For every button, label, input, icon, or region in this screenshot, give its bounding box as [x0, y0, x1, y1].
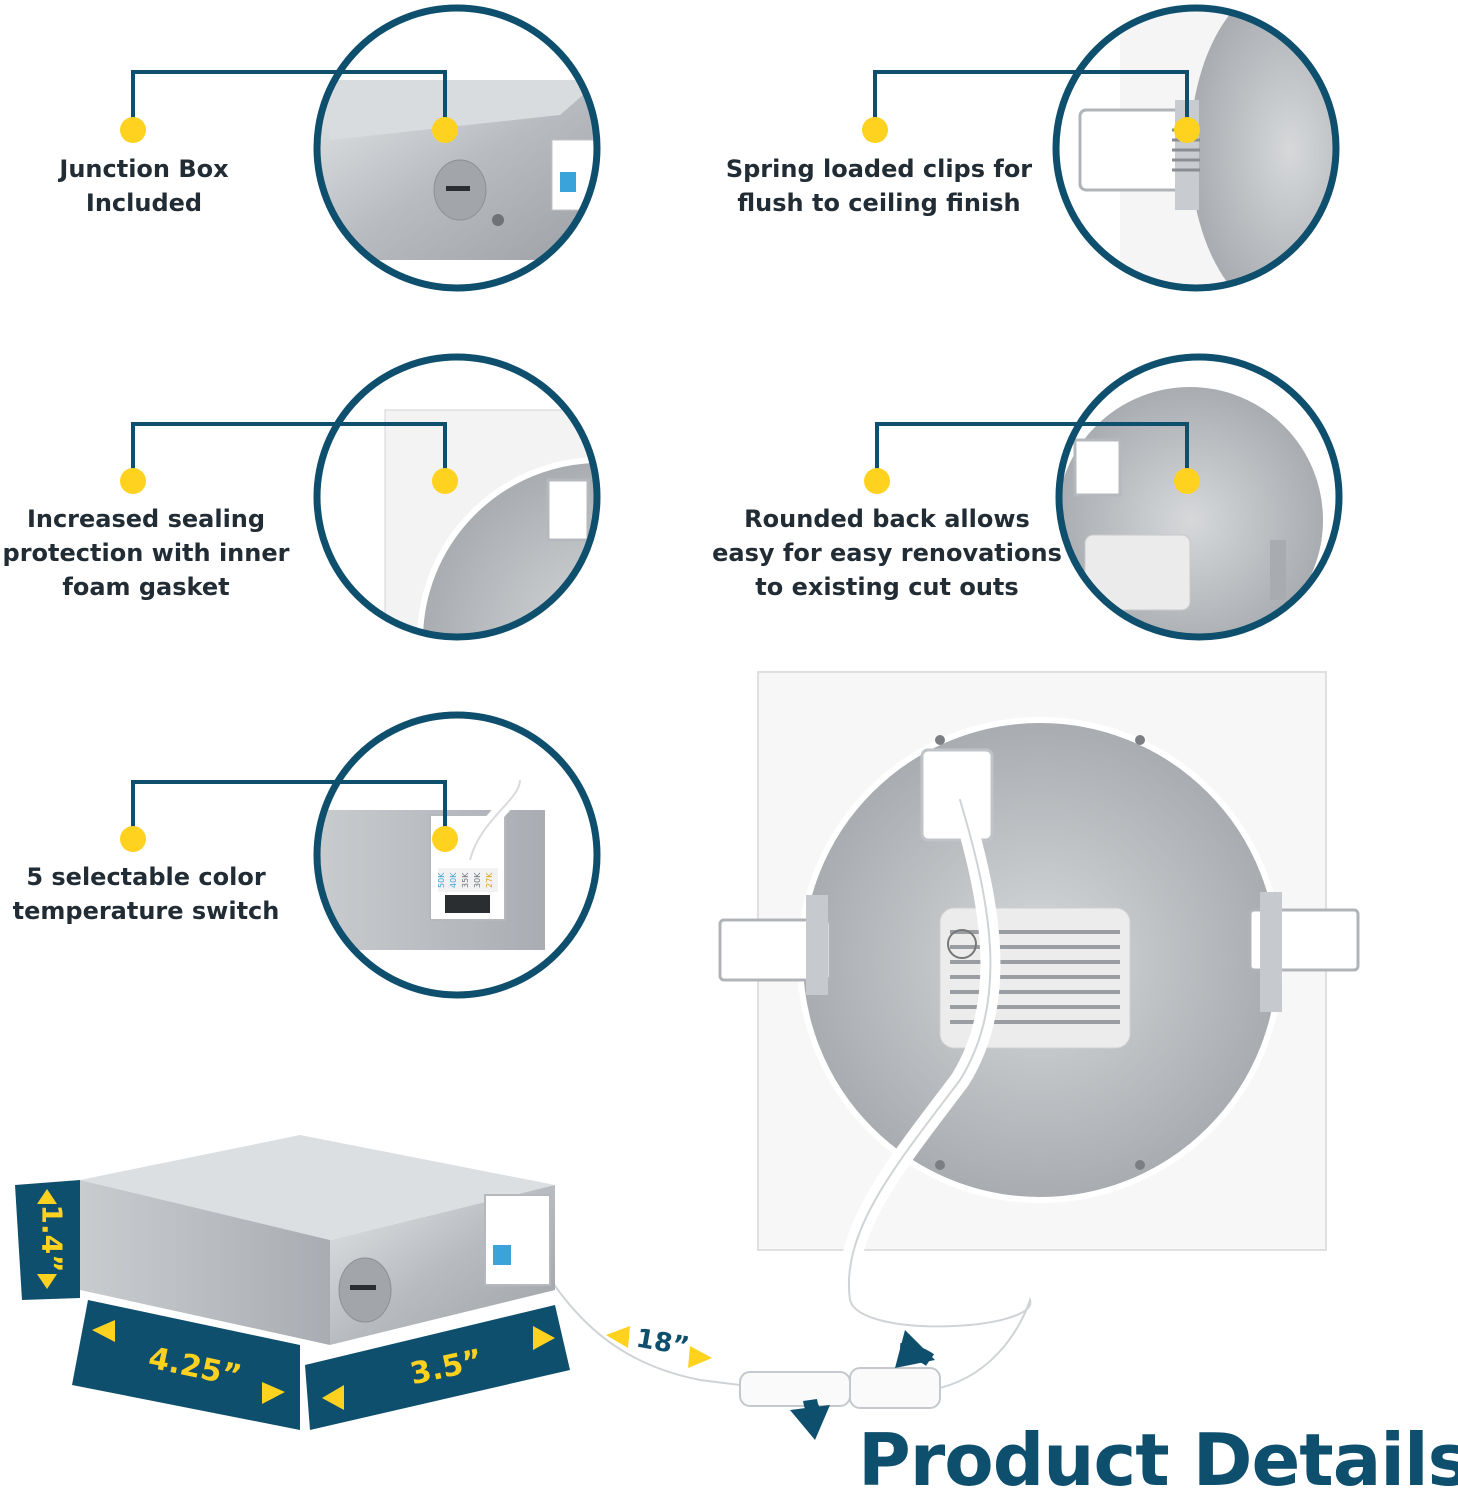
spring-clip-closeup [1052, 4, 1340, 292]
page-title: Product Details [858, 1418, 1458, 1502]
width-band [305, 1305, 570, 1430]
connect-rotate-icon [790, 1330, 935, 1440]
callout-sealing: Increased sealing protection with inner … [2, 505, 290, 601]
height-dimension-label: 1.4” [35, 1204, 69, 1273]
junction-box-main [80, 1135, 555, 1345]
downlight-panel [718, 671, 1360, 1251]
cable-connector [739, 1367, 941, 1409]
callout-color-switch: 5 selectable color temperature switch [12, 863, 280, 925]
cable-length-arrows [606, 1326, 712, 1368]
switch-label: 50K [437, 872, 446, 888]
rounded-back-closeup [1055, 353, 1343, 641]
leader-lines [131, 70, 1189, 838]
callout-rounded-back: Rounded back allows easy for easy renova… [712, 505, 1062, 601]
height-band [15, 1180, 80, 1300]
switch-label: 30K [473, 872, 482, 888]
depth-band [72, 1300, 300, 1430]
junction-box-closeup [313, 4, 601, 292]
color-switch-closeup [313, 711, 601, 999]
callout-spring-clips: Spring loaded clips for flush to ceiling… [725, 155, 1033, 217]
switch-label: 27K [485, 872, 494, 888]
callout-junction-box: Junction Box Included [59, 155, 229, 217]
switch-label: 40K [449, 872, 458, 888]
callout-dots [120, 117, 1200, 852]
switch-label: 35K [461, 872, 470, 888]
